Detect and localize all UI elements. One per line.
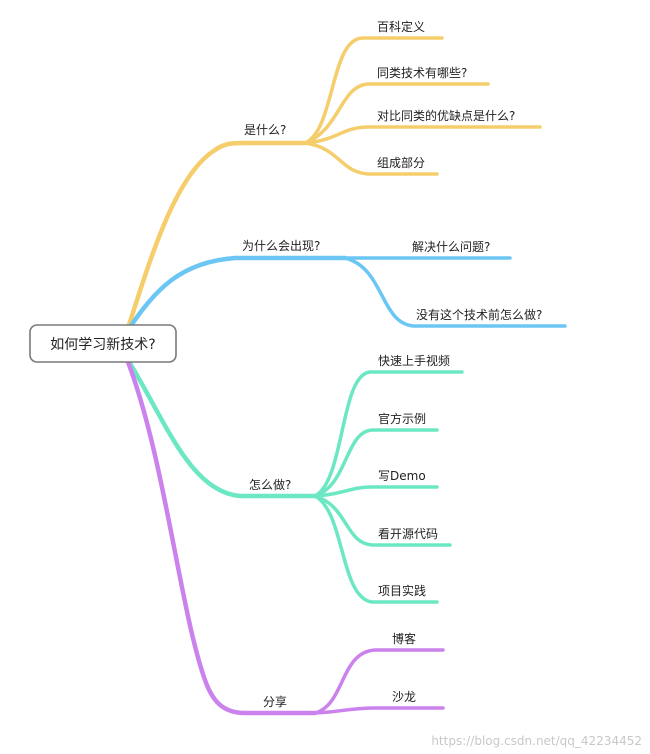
branch-label-what[interactable]: 是什么? bbox=[244, 123, 286, 137]
leaf-label-why-1[interactable]: 解决什么问题? bbox=[412, 240, 490, 254]
branch-label-share[interactable]: 分享 bbox=[263, 694, 287, 709]
leaf-label-what-2[interactable]: 同类技术有哪些? bbox=[377, 66, 467, 80]
connector-what-leaf-3 bbox=[303, 125, 542, 145]
leaf-label-share-2[interactable]: 沙龙 bbox=[392, 690, 416, 704]
connector-how-leaf-5 bbox=[313, 494, 439, 604]
connector-what-leaf-2 bbox=[303, 82, 490, 145]
leaf-label-what-3[interactable]: 对比同类的优缺点是什么? bbox=[377, 108, 515, 123]
connector-why-leaf-2 bbox=[343, 256, 567, 328]
connector-how-leaf-1 bbox=[313, 370, 464, 498]
connector-what-leaf-4 bbox=[303, 141, 439, 176]
connector-what-leaf-1 bbox=[303, 36, 444, 145]
leaf-label-why-2[interactable]: 没有这个技术前怎么做? bbox=[416, 307, 542, 322]
leaf-label-how-4[interactable]: 看开源代码 bbox=[378, 527, 438, 541]
root-node-label: 如何学习新技术? bbox=[50, 337, 155, 353]
connector-root-why bbox=[125, 255, 348, 333]
connector-share-leaf-2 bbox=[313, 706, 445, 715]
connector-how-leaf-3 bbox=[313, 485, 439, 498]
connector-root-share bbox=[125, 359, 318, 716]
leaf-label-what-1[interactable]: 百科定义 bbox=[377, 19, 425, 34]
root-node[interactable]: 如何学习新技术? bbox=[29, 324, 177, 363]
root-node-box bbox=[29, 324, 177, 363]
leaf-label-how-1[interactable]: 快速上手视频 bbox=[378, 353, 450, 368]
connector-how-leaf-2 bbox=[313, 428, 439, 498]
connector-root-what bbox=[125, 140, 308, 331]
leaf-label-how-3[interactable]: 写Demo bbox=[378, 469, 426, 483]
connector-root-how bbox=[125, 357, 318, 499]
leaf-label-what-4[interactable]: 组成部分 bbox=[377, 155, 425, 170]
connector-share-leaf-1 bbox=[313, 648, 445, 715]
watermark: https://blog.csdn.net/qq_42234452 bbox=[431, 734, 642, 748]
leaf-label-how-2[interactable]: 官方示例 bbox=[378, 411, 426, 426]
leaf-label-share-1[interactable]: 博客 bbox=[392, 631, 416, 646]
branch-label-how[interactable]: 怎么做? bbox=[249, 477, 291, 492]
leaf-label-how-5[interactable]: 项目实践 bbox=[378, 583, 426, 598]
connector-how-leaf-4 bbox=[313, 494, 452, 547]
connector-layer bbox=[125, 36, 567, 716]
branch-label-why[interactable]: 为什么会出现? bbox=[242, 239, 320, 253]
